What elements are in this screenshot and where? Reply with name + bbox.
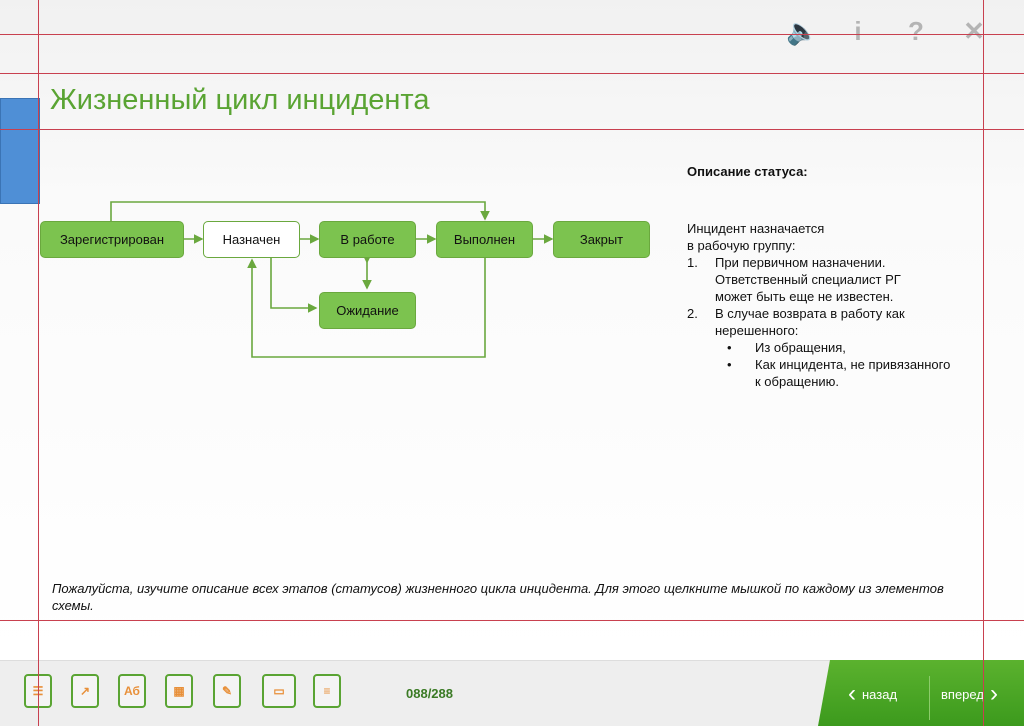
- guide-line: [0, 620, 1024, 621]
- description-heading: Описание статуса:: [687, 164, 808, 179]
- bullet-text: Как инцидента, не привязанного к обращен…: [755, 357, 951, 389]
- instruction-text: Пожалуйста, изучите описание всех этапов…: [52, 581, 944, 613]
- list-item: 1. При первичном назначении. Ответственны…: [687, 254, 977, 305]
- slide: [0, 0, 1024, 660]
- node-waiting[interactable]: Ожидание: [319, 292, 416, 329]
- bullet-item: •Как инцидента, не привязанного к обраще…: [727, 356, 977, 390]
- node-assigned[interactable]: Назначен: [203, 221, 300, 258]
- item-number: 1.: [687, 255, 698, 270]
- blue-marker: [0, 98, 40, 204]
- notepad-icon[interactable]: ✎: [213, 674, 241, 708]
- status-description: Описание статуса: Инцидент назначается в…: [687, 163, 977, 390]
- node-registered[interactable]: Зарегистрирован: [40, 221, 184, 258]
- bullet-text: Из обращения,: [755, 340, 846, 355]
- node-done[interactable]: Выполнен: [436, 221, 533, 258]
- help-icon[interactable]: ?: [908, 16, 924, 46]
- item-text: При первичном назначении. Ответственный …: [715, 255, 901, 304]
- forward-label: вперед: [941, 686, 984, 702]
- item-number: 2.: [687, 306, 698, 321]
- forward-button[interactable]: вперед ›: [941, 680, 998, 707]
- description-intro-2: в рабочую группу:: [687, 238, 796, 253]
- folder-icon[interactable]: ▭: [262, 674, 296, 708]
- guide-line: [983, 0, 984, 726]
- guide-line: [0, 129, 1024, 130]
- node-closed[interactable]: Закрыт: [553, 221, 650, 258]
- info-icon[interactable]: i: [854, 16, 862, 46]
- guide-line: [0, 34, 1024, 35]
- page-title: Жизненный цикл инцидента: [50, 84, 430, 116]
- close-icon[interactable]: ✕: [963, 16, 985, 46]
- chevron-left-icon: ‹: [848, 680, 856, 707]
- nav-bar: [818, 660, 1024, 726]
- chart-clipboard-icon[interactable]: ↗: [71, 674, 99, 708]
- chevron-right-icon: ›: [989, 680, 998, 707]
- bullet-item: •Из обращения,: [727, 340, 846, 355]
- item-text: В случае возврата в работу как нерешенно…: [715, 306, 905, 338]
- page-counter: 088/288: [406, 686, 453, 701]
- description-intro: Инцидент назначается: [687, 221, 825, 236]
- calculator-icon[interactable]: ▦: [165, 674, 193, 708]
- comment-icon[interactable]: ≡: [313, 674, 341, 708]
- back-label: назад: [862, 686, 898, 702]
- top-toolbar: 🔈 i ? ✕: [786, 16, 988, 47]
- diagram-connectors: [110, 201, 554, 358]
- guide-line: [38, 0, 39, 726]
- list-item: 2. В случае возврата в работу как нерешен…: [687, 305, 977, 339]
- sound-icon[interactable]: 🔈: [786, 16, 819, 46]
- back-button[interactable]: ‹ назад: [848, 680, 898, 707]
- dictionary-icon[interactable]: Аб: [118, 674, 146, 708]
- guide-line: [0, 73, 1024, 74]
- node-in-progress[interactable]: В работе: [319, 221, 416, 258]
- nav-divider: [929, 676, 930, 720]
